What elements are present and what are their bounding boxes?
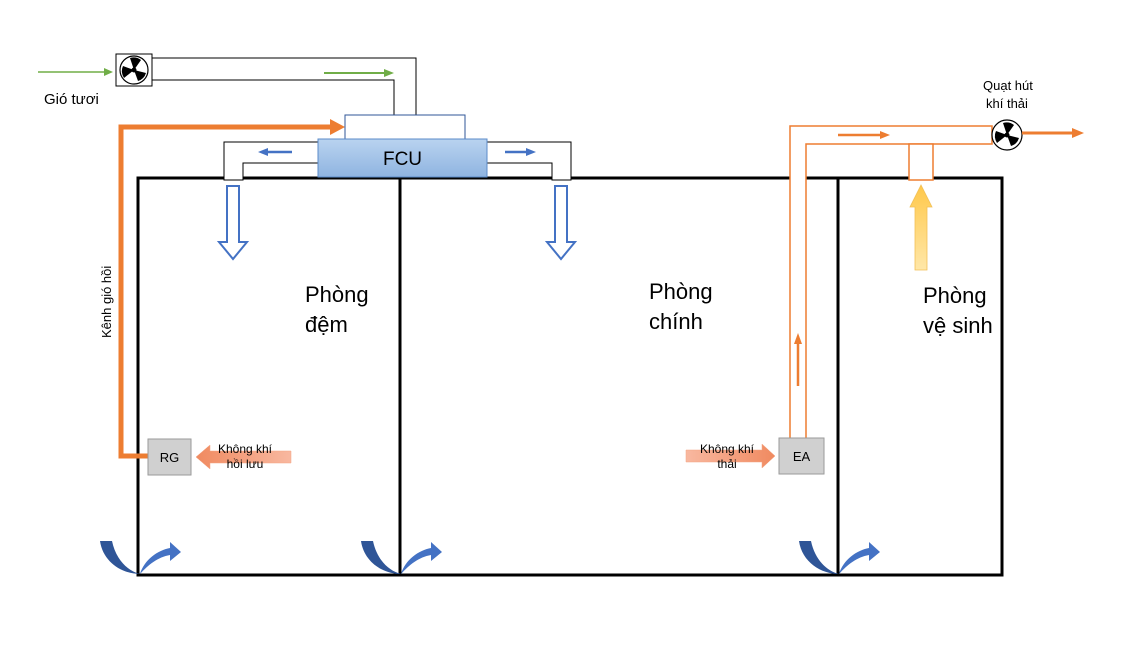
- exhaust-air-label-2: thải: [717, 457, 736, 471]
- exhaust-air-label-1: Không khí: [700, 442, 755, 456]
- arrow-icon: [544, 185, 578, 261]
- door-swing-icon: [361, 541, 442, 574]
- door-swing-icon: [799, 541, 880, 574]
- room-wc-label-1: Phòng: [923, 283, 987, 308]
- fresh-air-arrow: [38, 68, 113, 76]
- rg-label: RG: [160, 450, 180, 465]
- room-walls: [136, 176, 1004, 577]
- return-air-duct: [118, 119, 345, 459]
- door-swing-icon: [100, 541, 181, 574]
- return-air-label-1: Không khí: [218, 442, 273, 456]
- exhaust-air-arrow: [685, 443, 776, 469]
- ea-label: EA: [793, 449, 811, 464]
- arrow-icon: [258, 148, 292, 156]
- arrow-icon: [794, 333, 802, 386]
- arrow-icon: [838, 131, 890, 139]
- supply-duct-left: [223, 141, 318, 181]
- exhaust-fan-label-1: Quạt hút: [983, 78, 1033, 93]
- arrow-icon: [1022, 128, 1084, 138]
- arrow-icon: [216, 185, 250, 261]
- room-buffer-label-2: đệm: [305, 312, 348, 337]
- arrow-icon: [505, 148, 536, 156]
- exhaust-fan-label-2: khí thải: [986, 96, 1028, 111]
- fresh-air-duct-arrow: [324, 69, 394, 77]
- fcu-unit: [317, 138, 488, 178]
- return-grille: [147, 438, 192, 476]
- fcu-label: FCU: [383, 149, 422, 170]
- fan-icon: [115, 53, 153, 87]
- exhaust-grille: [778, 437, 825, 475]
- return-air-arrow: [195, 444, 292, 470]
- supply-duct-right: [487, 141, 572, 181]
- room-main-label-1: Phòng: [649, 279, 713, 304]
- fcu-mixing-box: [344, 114, 466, 140]
- room-wc-label-2: vệ sinh: [923, 313, 993, 338]
- room-buffer-label-1: Phòng: [305, 282, 369, 307]
- wc-exhaust-arrow: [909, 184, 933, 271]
- exhaust-duct: [789, 125, 993, 438]
- fan-icon: [991, 119, 1023, 151]
- fresh-air-duct: [152, 57, 417, 116]
- room-main-label-2: chính: [649, 309, 703, 334]
- fresh-air-label: Gió tươi: [44, 91, 99, 108]
- wc-exhaust-grille: [908, 143, 934, 181]
- return-duct-label: Kênh gió hồi: [99, 266, 114, 338]
- return-air-label-2: hồi lưu: [227, 457, 264, 471]
